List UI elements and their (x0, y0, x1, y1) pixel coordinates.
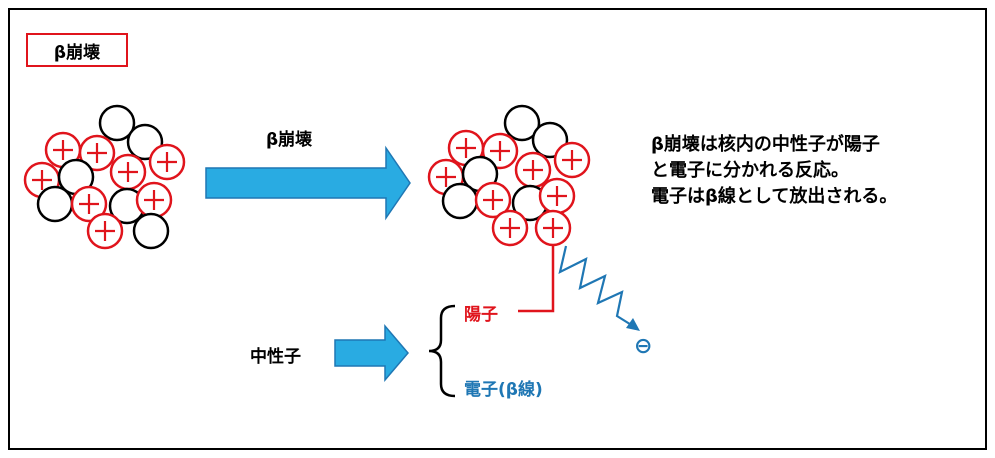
explanation-line-1: β崩壊は核内の中性子が陽子 (651, 134, 880, 155)
neutron (36, 185, 74, 223)
neutron-label: 中性子 (250, 347, 301, 367)
title-text: β崩壊 (53, 42, 101, 63)
neutron (503, 104, 541, 142)
explanation-line-2: と電子に分かれる反応。 (651, 160, 849, 181)
beta-ray-zigzag (558, 245, 634, 327)
neutron (132, 212, 170, 250)
electron-symbol: ⊖ (634, 334, 653, 359)
explanation-line-3: 電子はβ線として放出される。 (651, 186, 898, 207)
beta-ray-arrowhead (626, 318, 640, 331)
title-box: β崩壊 (26, 33, 128, 67)
electron-label: 電子(β線) (464, 380, 543, 400)
neutron (441, 182, 479, 220)
decay-arrow (205, 145, 411, 221)
decay-arrow-label: β崩壊 (266, 130, 313, 150)
nucleus-before (23, 104, 186, 250)
curly-brace (428, 304, 456, 398)
proton-label: 陽子 (464, 305, 498, 325)
nucleus-after (427, 104, 591, 247)
neutron-arrow (334, 323, 409, 383)
neutron (98, 104, 136, 142)
proton-link-line (518, 245, 555, 313)
